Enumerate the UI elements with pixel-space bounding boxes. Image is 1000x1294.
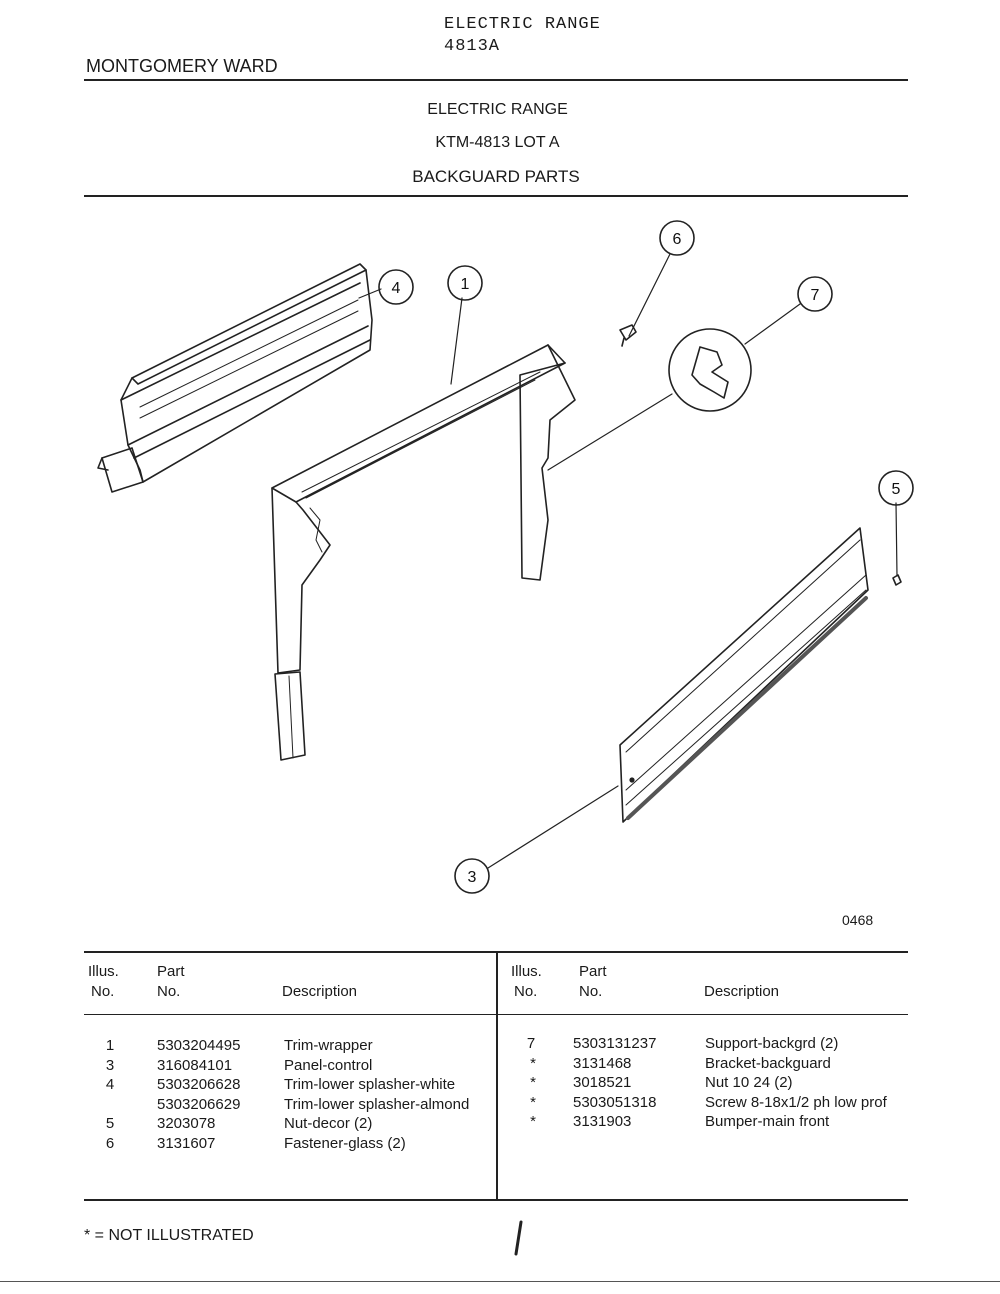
callout-3-label: 3 bbox=[468, 869, 477, 886]
part-description: Bumper-main front bbox=[705, 1113, 830, 1130]
part-number: 3018521 bbox=[573, 1074, 632, 1091]
part-number: 5303206628 bbox=[157, 1076, 241, 1093]
left-header-part-2: No. bbox=[157, 983, 181, 1000]
scan-mark bbox=[514, 1220, 523, 1256]
table-divider bbox=[496, 951, 498, 1200]
part-description: Trim-wrapper bbox=[284, 1037, 373, 1054]
right-header-part-2: No. bbox=[579, 983, 603, 1000]
illus-number: 4 bbox=[105, 1076, 115, 1093]
top-title-line2: 4813A bbox=[444, 37, 501, 56]
right-header-description: Description bbox=[704, 983, 780, 1000]
title-rule bbox=[84, 195, 908, 197]
table-bottom-rule bbox=[84, 1199, 908, 1201]
callout-bubbles bbox=[378, 220, 914, 894]
illus-number: 6 bbox=[105, 1134, 115, 1152]
table-header-rule bbox=[84, 1014, 908, 1015]
part-description: Trim-lower splasher-almond bbox=[284, 1095, 470, 1113]
part-6-fastener-glass bbox=[619, 324, 637, 347]
page-title-2: KTM-4813 LOT A bbox=[435, 134, 560, 151]
part-description: Bracket-backguard bbox=[705, 1054, 831, 1072]
left-header-part-1: Part bbox=[157, 963, 185, 980]
part-5-nut-decor bbox=[892, 574, 902, 586]
callout-5-label: 5 bbox=[892, 481, 901, 498]
leader-lines bbox=[358, 253, 898, 869]
part-description: Panel-control bbox=[284, 1056, 373, 1074]
page-bottom-rule bbox=[0, 1281, 1000, 1282]
drawing-number: 0468 bbox=[842, 912, 874, 928]
illus-number: * bbox=[530, 1054, 536, 1072]
illus-number: * bbox=[530, 1113, 536, 1130]
part-1-trim-wrapper bbox=[271, 344, 576, 761]
part-number: 3131468 bbox=[573, 1054, 632, 1072]
part-description: Nut 10 24 (2) bbox=[705, 1074, 793, 1091]
header-rule bbox=[84, 79, 908, 81]
left-header-illus-2: No. bbox=[91, 983, 115, 1000]
illus-number: 5 bbox=[105, 1115, 115, 1132]
part-number: 5303206629 bbox=[157, 1095, 241, 1113]
left-header-description: Description bbox=[282, 983, 358, 1000]
right-header-part-1: Part bbox=[579, 963, 607, 980]
part-4-trim-lower-splasher bbox=[97, 263, 373, 493]
part-description: Support-backgrd (2) bbox=[705, 1035, 839, 1052]
illus-number: 3 bbox=[105, 1056, 115, 1074]
part-description: Nut-decor (2) bbox=[284, 1115, 373, 1132]
left-header-illus-1: Illus. bbox=[88, 963, 119, 980]
illus-number: 7 bbox=[526, 1035, 536, 1052]
part-number: 3131903 bbox=[573, 1113, 632, 1130]
callout-6-label: 6 bbox=[673, 231, 682, 248]
part-description: Fastener-glass (2) bbox=[284, 1134, 406, 1152]
part-number: 316084101 bbox=[157, 1056, 233, 1074]
callout-4-label: 4 bbox=[392, 280, 401, 297]
top-title-line1: ELECTRIC RANGE bbox=[444, 15, 601, 34]
page-title-1: ELECTRIC RANGE bbox=[427, 101, 568, 118]
illus-number: * bbox=[530, 1074, 536, 1091]
page-title-3: BACKGUARD PARTS bbox=[412, 167, 580, 186]
right-header-illus-1: Illus. bbox=[511, 963, 542, 980]
callout-7-label: 7 bbox=[811, 287, 820, 304]
brand-name: MONTGOMERY WARD bbox=[86, 56, 278, 76]
parts-diagram: 1 3 4 5 6 7 bbox=[97, 220, 914, 894]
right-header-illus-2: No. bbox=[514, 983, 538, 1000]
part-number: 5303204495 bbox=[157, 1037, 241, 1054]
illus-number: 1 bbox=[105, 1037, 115, 1054]
part-description: Trim-lower splasher-white bbox=[284, 1076, 456, 1093]
part-7-support-detail bbox=[668, 328, 752, 412]
part-3-panel-control bbox=[619, 527, 869, 823]
part-number: 5303051318 bbox=[573, 1093, 657, 1111]
illus-number: * bbox=[530, 1093, 536, 1111]
part-number: 3131607 bbox=[157, 1134, 216, 1152]
callout-1-label: 1 bbox=[461, 276, 470, 293]
part-description: Screw 8-18x1/2 ph low prof bbox=[705, 1093, 887, 1111]
part-number: 5303131237 bbox=[573, 1035, 657, 1052]
not-illustrated-note: * = NOT ILLUSTRATED bbox=[84, 1227, 254, 1244]
part-number: 3203078 bbox=[157, 1115, 216, 1132]
